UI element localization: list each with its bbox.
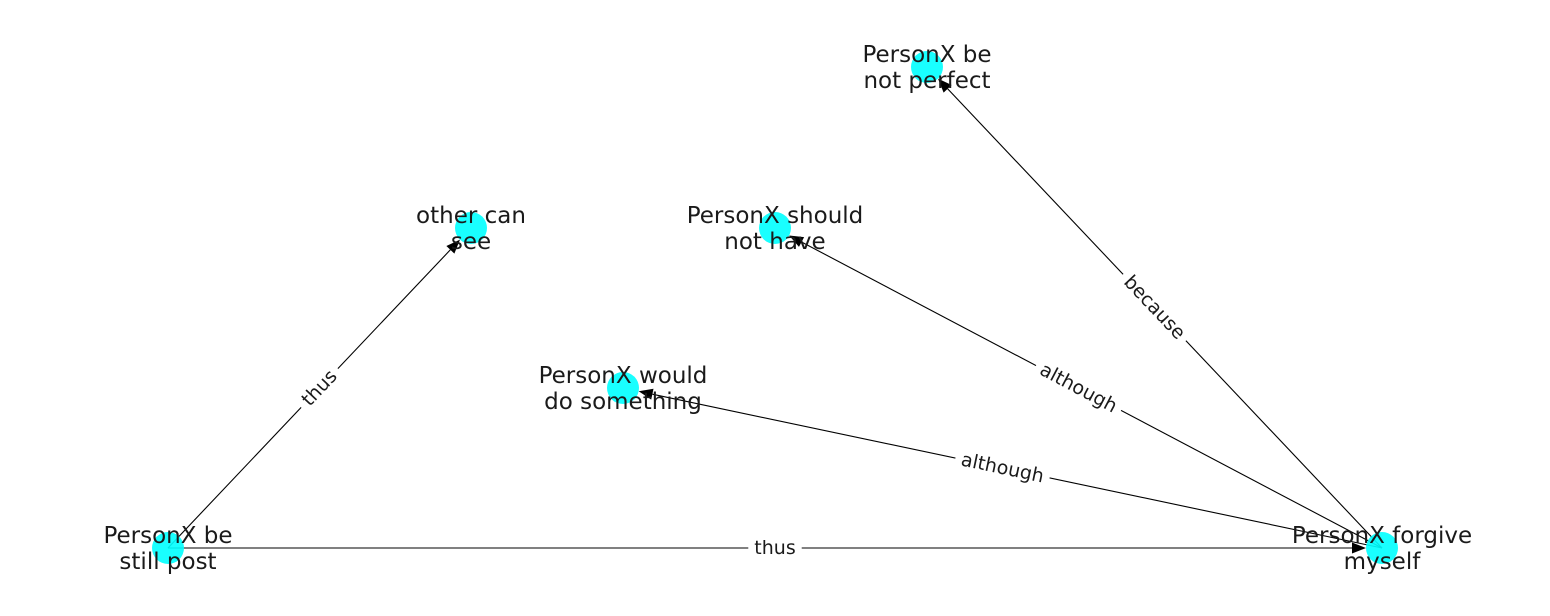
- arrowhead-be-not-perfect: [937, 78, 952, 93]
- node-label-line: other can: [416, 203, 526, 229]
- edge-label-group: thus: [748, 535, 802, 561]
- arrowhead-would-do-something: [638, 388, 654, 400]
- node-label-line: see: [451, 229, 491, 255]
- node-label-line: myself: [1344, 549, 1422, 575]
- node-label-line: PersonX should: [687, 203, 864, 229]
- arrowhead-other-can-see: [446, 239, 460, 254]
- edge-label: thus: [754, 537, 795, 559]
- edge-label: although: [959, 449, 1046, 488]
- node-label-line: PersonX would: [539, 363, 708, 389]
- node-would-do-something[interactable]: [607, 372, 639, 404]
- node-label-line: PersonX be: [103, 523, 232, 549]
- node-be-not-perfect[interactable]: [911, 51, 943, 83]
- edge-label-background: [748, 535, 802, 561]
- edge-label: because: [1119, 271, 1190, 344]
- edge-label-group: because: [1113, 265, 1196, 350]
- node-forgive-myself[interactable]: [1366, 532, 1398, 564]
- edge-label-background: [1029, 354, 1128, 422]
- arrowhead-should-not-have: [789, 235, 805, 247]
- edges-layer: [167, 78, 1383, 554]
- arrowhead-forgive-myself: [1352, 542, 1366, 554]
- node-should-not-have[interactable]: [759, 212, 791, 244]
- node-label-line: PersonX be: [862, 42, 991, 68]
- edge-label-group: although: [1029, 354, 1128, 422]
- edge-label-group: although: [952, 445, 1053, 491]
- edge-label-background: [1113, 265, 1196, 350]
- node-label-line: not have: [724, 229, 825, 255]
- node-label-line: still post: [119, 549, 216, 575]
- node-other-can-see[interactable]: [455, 212, 487, 244]
- node-label-line: PersonX forgive: [1292, 523, 1472, 549]
- nodes-layer: [152, 51, 1398, 564]
- edge-label: although: [1036, 359, 1121, 418]
- edge-label-background: [291, 359, 348, 417]
- node-label-line: not perfect: [863, 68, 990, 94]
- node-label-line: do something: [544, 389, 702, 415]
- node-be-still-post[interactable]: [152, 532, 184, 564]
- edge-label-background: [952, 445, 1053, 491]
